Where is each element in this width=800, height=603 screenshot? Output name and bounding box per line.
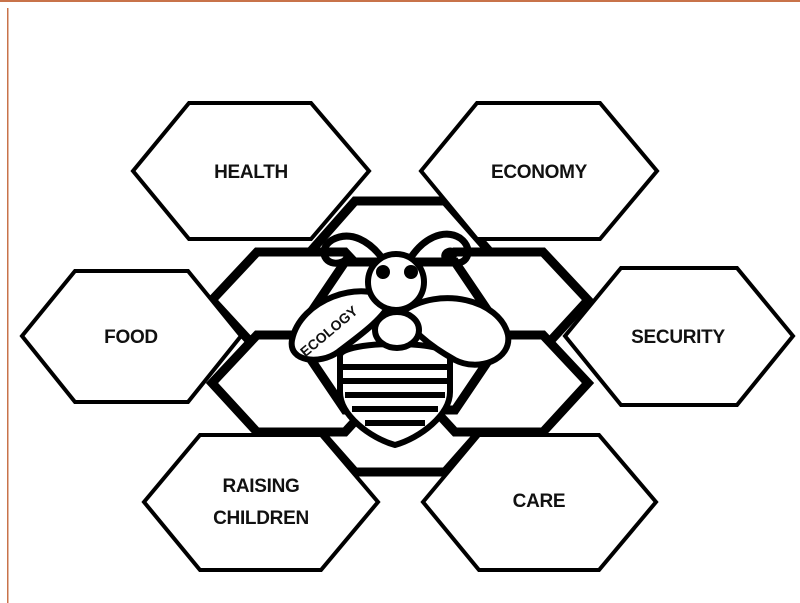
node-health: HEALTH — [130, 101, 372, 241]
bee-antenna-left — [320, 232, 389, 267]
node-raising-children-label-line1: RAISING — [222, 476, 299, 497]
node-raising-children-label-line2: CHILDREN — [213, 508, 309, 529]
bee-eye-left — [376, 265, 390, 279]
node-food: FOOD — [19, 269, 244, 404]
bee-wing-left — [288, 288, 395, 363]
top-border — [0, 0, 800, 2]
node-economy-label: ECONOMY — [491, 162, 588, 183]
node-economy: ECONOMY — [418, 101, 660, 241]
left-border — [7, 8, 9, 603]
node-security-label: SECURITY — [631, 327, 725, 348]
bee-wing-right — [399, 295, 512, 368]
bee-eye-right — [404, 265, 418, 279]
node-security: SECURITY — [562, 266, 796, 407]
bee-icon: ECOLOGY — [288, 230, 512, 448]
node-food-label: FOOD — [104, 327, 158, 348]
bee-abdomen — [337, 341, 453, 448]
bee-antenna-right — [404, 230, 472, 267]
node-care: CARE — [420, 433, 659, 572]
node-care-label: CARE — [513, 491, 566, 512]
bee-head — [365, 251, 427, 313]
node-health-label: HEALTH — [214, 162, 288, 183]
bee-thorax — [372, 309, 422, 351]
node-raising-children: RAISING CHILDREN — [141, 433, 381, 572]
